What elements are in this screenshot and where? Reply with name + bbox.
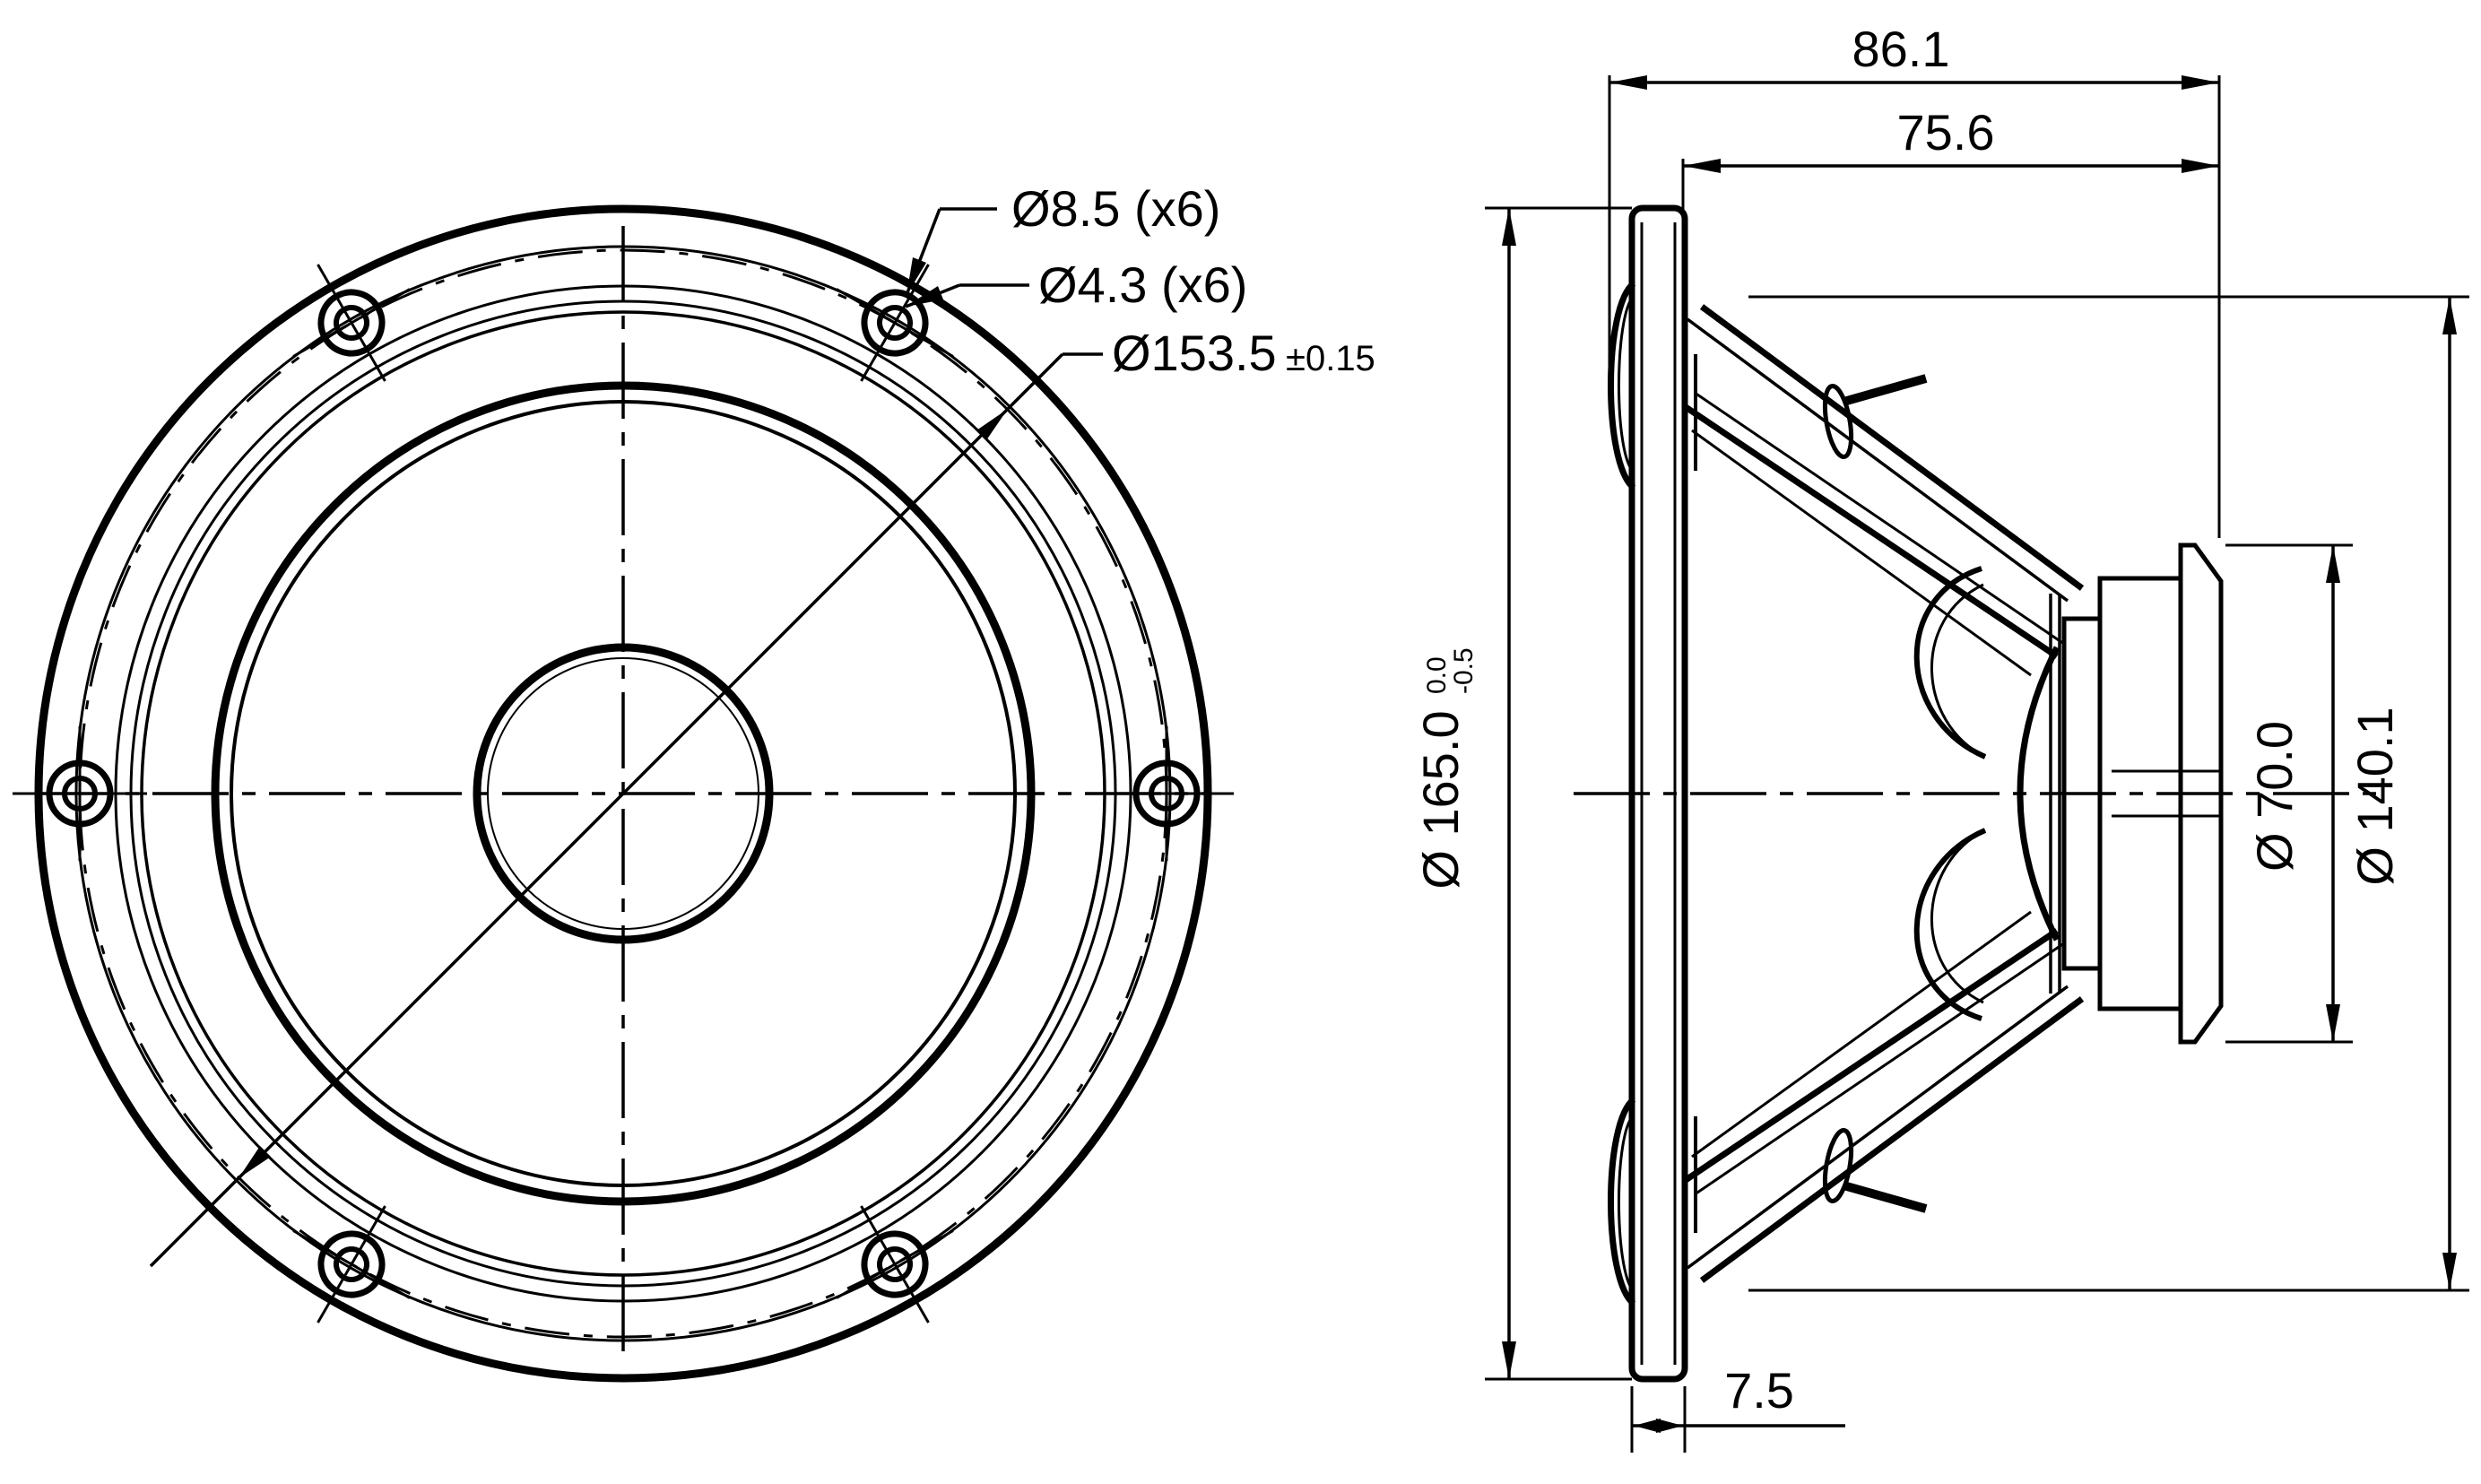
mount-holes <box>13 264 1234 1323</box>
dust-cap-inner-line <box>487 657 759 930</box>
leader-hole-outer <box>905 207 997 296</box>
label-overall-diameter-tol-upper: 0.0 <box>1422 656 1452 694</box>
basket-strut-inner <box>1686 317 2069 603</box>
arrowhead <box>239 1146 271 1178</box>
cone-back-line <box>1691 429 2032 677</box>
label-hole-outer: Ø8.5 (x6) <box>1011 180 1220 237</box>
label-flange-thickness: 7.5 <box>1724 1362 1794 1419</box>
label-overall-depth: 86.1 <box>1852 21 1950 77</box>
label-bolt-circle: Ø153.5 <box>1112 325 1277 381</box>
front-view: Ø8.5 (x6) Ø4.3 (x6) Ø153.5 ±0.15 <box>13 180 1375 1383</box>
surround-roll-inner-line <box>1618 294 1635 473</box>
surround-roll-front <box>1608 281 1636 490</box>
dim-depth-behind-flange: 75.6 <box>1681 104 2219 215</box>
basket-strut-outer <box>1699 304 2085 591</box>
dim-cone-diameter: Ø 140.1 <box>1748 295 2469 1292</box>
mount-hole <box>13 726 147 861</box>
lead-wire-loop <box>1822 384 1854 459</box>
label-overall-diameter: Ø 165.0 <box>1412 710 1469 889</box>
dim-overall-depth: 86.1 <box>1608 21 2221 538</box>
leader-hole-inner <box>905 283 1029 308</box>
mount-hole <box>836 1205 954 1323</box>
label-cone-diameter: Ø 140.1 <box>2347 707 2403 885</box>
mount-hole <box>836 264 954 382</box>
bolt-circle-dimension <box>149 352 1103 1268</box>
surround-inner-circle <box>211 381 1036 1206</box>
label-depth-behind-flange: 75.6 <box>1897 104 1995 161</box>
dim-magnet-diameter: Ø 70.0 <box>2225 543 2353 1044</box>
label-magnet-diameter: Ø 70.0 <box>2246 721 2303 872</box>
arrowhead <box>907 257 926 295</box>
dim-overall-diameter: Ø 165.0 0.0 -0.5 <box>1412 206 1632 1381</box>
terminal-stub <box>1842 374 1928 406</box>
dim-flange-thickness: 7.5 <box>1630 1362 1845 1453</box>
cross-section-upper <box>1608 281 2085 759</box>
cone-edge-circle <box>230 400 1017 1187</box>
mount-hole <box>1099 726 1234 861</box>
cone-surface-outer <box>1684 404 2059 659</box>
arrowhead <box>976 409 1008 440</box>
dust-cap-circle <box>473 643 774 944</box>
label-overall-diameter-tol-lower: -0.5 <box>1449 647 1479 694</box>
cone-surface-inner <box>1694 391 2065 646</box>
label-hole-inner: Ø4.3 (x6) <box>1038 256 1247 313</box>
spider-inner <box>1930 583 1986 759</box>
mount-hole <box>292 264 411 382</box>
label-bolt-circle-tol: ±0.15 <box>1286 339 1375 378</box>
side-view: 86.1 75.6 Ø 165.0 0.0 -0.5 <box>1412 21 2469 1453</box>
spider-outer <box>1913 566 1987 759</box>
arrowhead <box>906 286 943 307</box>
mount-hole <box>292 1205 411 1323</box>
